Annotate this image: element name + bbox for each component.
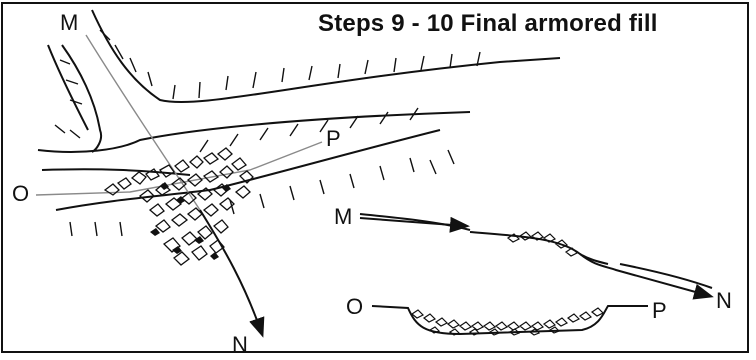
channel-banks xyxy=(38,10,560,210)
figure-title: Steps 9 - 10 Final armored fill xyxy=(318,10,658,38)
plan-label-p: P xyxy=(326,128,341,150)
profile-label-m: M xyxy=(334,206,352,228)
plan-label-o: O xyxy=(12,183,29,205)
bank-hachures xyxy=(55,30,480,236)
profile-m-n xyxy=(360,214,712,296)
bank-upper-inner xyxy=(38,112,470,152)
flow-arrow-plan xyxy=(200,210,262,334)
bank-lower-channel xyxy=(42,169,190,175)
section-line-m-n xyxy=(86,35,200,210)
profile-label-n: N xyxy=(716,290,732,312)
section-label-o: O xyxy=(346,296,363,318)
bank-left-inner xyxy=(62,45,101,152)
plan-label-n: N xyxy=(232,334,248,356)
bank-left-slope xyxy=(48,45,88,130)
section-label-p: P xyxy=(652,300,667,322)
cross-section-o-p xyxy=(372,306,648,334)
plan-label-m: M xyxy=(60,12,78,34)
